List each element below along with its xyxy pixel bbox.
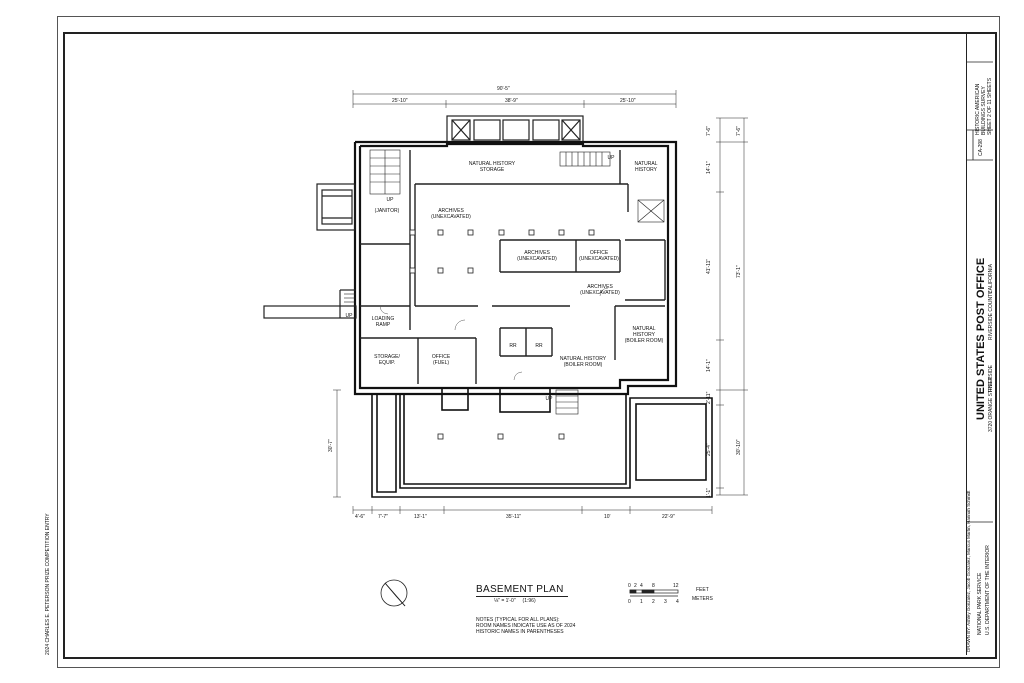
scale-meters-label: METERS [692, 596, 713, 602]
dim-top-1: 25'-10" [392, 98, 408, 104]
notes-line-1: NOTES (TYPICAL FOR ALL PLANS): [476, 617, 560, 623]
south-area-walls [371, 387, 713, 498]
scale-feet-2: 2 [634, 583, 637, 589]
columns [409, 229, 595, 440]
dim-right-3: 41'-11" [706, 258, 712, 274]
room-archives-mid: ARCHIVES(UNEXCAVATED) [517, 250, 557, 262]
dim-top-3: 25'-10" [620, 98, 636, 104]
scale-m-2: 2 [652, 599, 655, 605]
dim-bottom-5: 10' [604, 514, 611, 520]
dimension-lines [333, 90, 748, 514]
sheet-inner-border [63, 32, 997, 659]
north-lightwell [446, 115, 584, 145]
dim-bottom-6: 22'-9" [662, 514, 675, 520]
scale-feet-8: 8 [652, 583, 655, 589]
dim-right-outer-1: 7'-6" [736, 126, 742, 136]
room-storage-equip: STORAGE/EQUIP. [374, 354, 400, 366]
interior-walls [360, 150, 666, 384]
room-archives-east: ARCHIVES(UNEXCAVATED) [580, 284, 620, 296]
notes-line-2: ROOM NAMES INDICATE USE AS OF 2024 [476, 623, 576, 629]
dim-top-overall: 90'-5" [497, 86, 510, 92]
scale-m-1: 1 [640, 599, 643, 605]
room-archives-main: ARCHIVES(UNEXCAVATED) [431, 208, 471, 220]
scale-bar [629, 589, 679, 597]
room-rr-1: RR [509, 343, 517, 349]
dim-top-2: 38'-9" [505, 98, 518, 104]
stair-up-label-4: UP [545, 396, 553, 402]
west-entry [263, 183, 357, 319]
title-underline [476, 596, 568, 597]
room-office-mid: OFFICE(UNEXCAVATED) [579, 250, 619, 262]
title-block [966, 32, 994, 655]
stair-up-label-3: UP [345, 313, 353, 319]
scale-m-3: 3 [664, 599, 667, 605]
scale-m-4: 4 [676, 599, 679, 605]
dim-right-outer-2: 73'-1" [736, 265, 742, 278]
dim-right-4: 14'-1" [706, 359, 712, 372]
notes-line-3: HISTORIC NAMES IN PARENTHESES [476, 629, 564, 635]
scale-feet-0: 0 [628, 583, 631, 589]
dim-right-1: 7'-6" [706, 126, 712, 136]
title-block-dividers [966, 61, 993, 523]
north-arrow-icon [380, 579, 408, 607]
dim-bottom-4: 35'-11" [506, 514, 522, 520]
stairs [369, 149, 665, 415]
dim-right-5: 2'-11" [706, 391, 712, 404]
door-swings [379, 287, 609, 381]
dim-left: 30'-7" [328, 439, 334, 452]
sheet-outer-border [57, 16, 1000, 668]
stair-up-label-2: UP [607, 155, 615, 161]
scale-feet-12: 12 [673, 583, 679, 589]
dim-right-6: 25'-4" [706, 443, 712, 456]
dim-right-outer-3: 30'-10" [736, 439, 742, 455]
dim-bottom-2: 7'-7" [378, 514, 388, 520]
drawing-title: BASEMENT PLAN [476, 584, 564, 595]
dim-bottom-3: 13'-1" [414, 514, 427, 520]
scale-feet-4: 4 [640, 583, 643, 589]
drawing-scale: ⅛" = 1'-0" (1:96) [494, 598, 536, 604]
scale-m-0: 0 [628, 599, 631, 605]
room-office-fuel: OFFICE(FUEL) [431, 354, 451, 366]
dim-right-7: 1'-1" [706, 488, 712, 498]
room-janitor: (JANITOR) [374, 208, 400, 214]
room-nh-boiler: NATURAL HISTORY(BOILER ROOM) [559, 356, 607, 368]
stair-up-label-1: UP [386, 197, 394, 203]
dim-bottom-1: 4'-6" [355, 514, 365, 520]
room-rr-2: RR [535, 343, 543, 349]
scale-feet-label: FEET [696, 587, 709, 593]
dim-right-2: 14'-1" [706, 161, 712, 174]
